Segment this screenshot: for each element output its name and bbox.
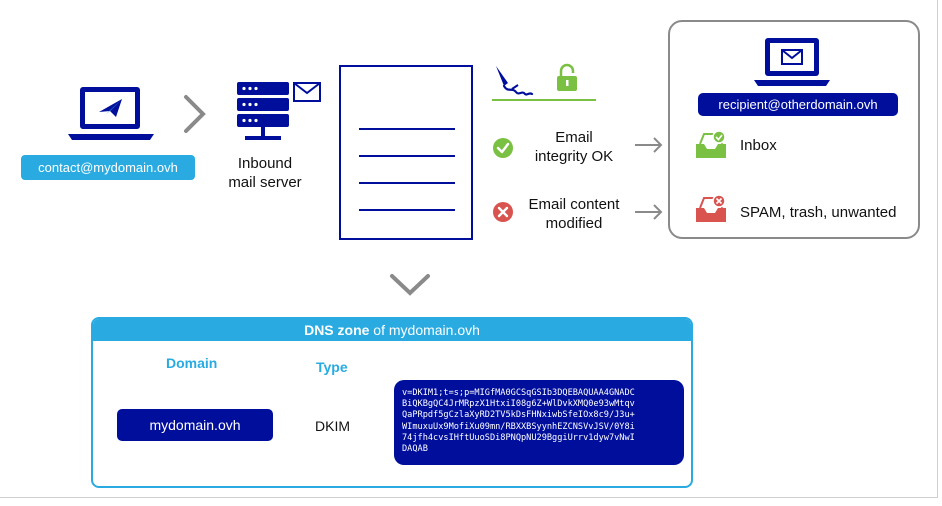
check-ok-icon [493,138,513,158]
server-icon [237,82,321,140]
recipient-panel [668,20,920,239]
dns-zone-header-bold: DNS zone [304,322,370,338]
lock-icon [557,63,577,91]
sender-email-badge: contact@mydomain.ovh [21,155,195,180]
dns-zone-header: DNS zone of mydomain.ovh [93,319,691,341]
spam-label: SPAM, trash, unwanted [740,204,897,221]
chevron-down-icon [390,274,430,296]
server-label-line2: mail server [228,174,302,191]
check-ok-label: Email integrity OK [522,128,626,166]
check-ok-line1: Email [555,129,593,146]
dns-dkim-record: v=DKIM1;t=s;p=MIGfMA0GCSqGSIb3DQEBAQUAA4… [394,380,684,465]
document-line [359,182,455,184]
document-line [359,128,455,130]
check-ok-line2: integrity OK [534,148,614,165]
inbox-label: Inbox [740,137,777,154]
recipient-laptop-icon [754,38,830,86]
chevron-right-icon [184,95,206,133]
dns-col-domain: Domain [166,355,218,371]
check-error-line2: modified [545,215,603,232]
email-document [339,65,473,240]
check-error-label: Email content modified [516,195,632,233]
check-error-icon [493,202,513,222]
frame-right-border [937,0,938,498]
check-error-line1: Email content [528,196,620,213]
dns-domain-value: mydomain.ovh [117,409,273,441]
document-line [359,155,455,157]
frame-bottom-border [0,497,938,498]
arrow-right-icon [635,204,663,220]
sender-laptop-icon [68,87,154,140]
dns-col-type: Type [316,359,348,375]
signature-pen-icon [496,66,534,96]
arrow-right-icon [635,137,663,153]
server-label-line1: Inbound [237,155,293,172]
dns-type-value: DKIM [315,418,350,434]
document-line [359,209,455,211]
dns-zone-header-rest: of mydomain.ovh [369,322,480,338]
spam-icon [696,194,726,222]
recipient-email-badge: recipient@otherdomain.ovh [698,93,898,116]
server-label: Inbound mail server [218,154,312,192]
inbox-icon [696,130,726,158]
signature-underline [492,99,596,101]
